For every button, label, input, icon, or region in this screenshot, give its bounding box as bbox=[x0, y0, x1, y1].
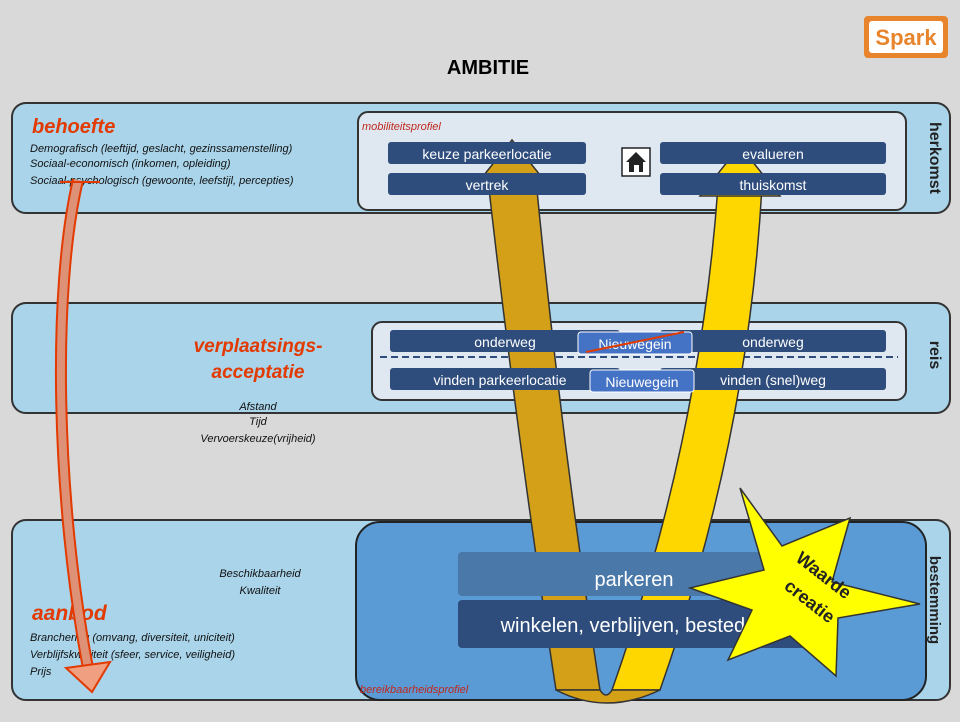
nieuwegein-top-text: Nieuwegein bbox=[598, 336, 671, 352]
logo-text: Spark bbox=[875, 25, 937, 50]
evalueren-bar bbox=[660, 142, 886, 164]
thuiskomst-bar bbox=[660, 173, 886, 195]
vinden-snelweg-bar bbox=[660, 368, 886, 390]
house-icon bbox=[621, 147, 651, 177]
page-title: AMBITIE bbox=[447, 57, 529, 79]
onderweg-right-bar bbox=[660, 330, 886, 352]
nieuwegein-bottom-box bbox=[589, 369, 695, 393]
vertrek-bar bbox=[388, 173, 586, 195]
spark-logo: Spark bbox=[864, 16, 948, 58]
bestemming-side-label: bestemming bbox=[926, 556, 943, 644]
winkelen-text: winkelen, verblijven, besteden bbox=[500, 615, 768, 637]
behoefte-heading: behoefte bbox=[32, 116, 115, 138]
vertrek-text: vertrek bbox=[466, 177, 510, 193]
verplaatsings-heading-2: acceptatie bbox=[212, 362, 305, 383]
onderweg-right-text: onderweg bbox=[742, 334, 804, 350]
red-curved-arrow-inner bbox=[56, 179, 92, 669]
vinden-snelweg-text: vinden (snel)weg bbox=[720, 372, 826, 388]
behoefte-line-3: Sociaal-psychologisch (gewoonte, leefsti… bbox=[30, 175, 294, 187]
parkeren-text: parkeren bbox=[595, 569, 674, 591]
behoefte-line-1: Demografisch (leeftijd, geslacht, gezins… bbox=[30, 143, 293, 155]
aanbod-line-1: Branchering (omvang, diversiteit, unicit… bbox=[30, 632, 235, 644]
reis-side-label: reis bbox=[926, 341, 943, 370]
red-arrow-head bbox=[63, 660, 112, 694]
bereikbaarheidsprofiel-label: bereikbaarheidsprofiel bbox=[360, 684, 469, 696]
bestemming-sub-1: Beschikbaarheid bbox=[219, 568, 301, 580]
mobiliteitsprofiel-label: mobiliteitsprofiel bbox=[362, 121, 441, 133]
verplaatsings-heading-1: verplaatsings- bbox=[194, 336, 323, 357]
vinden-parkeerlocatie-bar bbox=[390, 368, 620, 390]
nieuwegein-strike-line bbox=[585, 331, 685, 353]
behoefte-line-2: Sociaal-economisch (inkomen, opleiding) bbox=[30, 158, 231, 170]
onderweg-left-bar bbox=[390, 330, 620, 352]
aanbod-line-2: Verblijfskwaliteit (sfeer, service, veil… bbox=[30, 649, 235, 661]
herkomst-side-label: herkomst bbox=[926, 122, 943, 195]
reis-sub-2: Tijd bbox=[249, 416, 268, 428]
bestemming-sub-2: Kwaliteit bbox=[240, 585, 282, 597]
arrow-loop-bottom bbox=[555, 689, 661, 704]
aanbod-line-3: Prijs bbox=[30, 666, 52, 678]
keuze-parkeerlocatie-bar bbox=[388, 142, 586, 164]
reis-sub-3: Vervoerskeuze(vrijheid) bbox=[200, 433, 315, 445]
logo-inner bbox=[869, 21, 943, 53]
thuiskomst-text: thuiskomst bbox=[740, 177, 807, 193]
winkelen-bar bbox=[458, 600, 824, 648]
vinden-parkeerlocatie-text: vinden parkeerlocatie bbox=[433, 372, 566, 388]
waarde-creatie-star bbox=[687, 487, 921, 678]
aanbod-heading: aanbod bbox=[32, 602, 108, 625]
nieuwegein-bottom-text: Nieuwegein bbox=[605, 374, 678, 390]
onderweg-left-text: onderweg bbox=[474, 334, 536, 350]
evalueren-text: evalueren bbox=[742, 146, 804, 162]
reis-sub-1: Afstand bbox=[238, 401, 277, 413]
keuze-parkeerlocatie-text: keuze parkeerlocatie bbox=[422, 146, 551, 162]
